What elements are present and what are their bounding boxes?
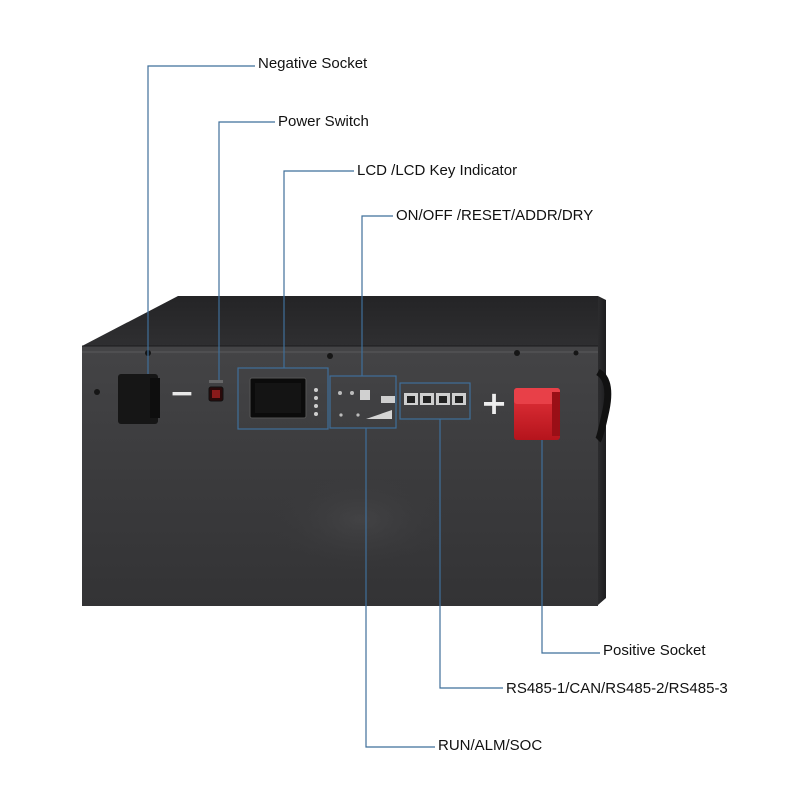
minus-sign: − (169, 376, 194, 411)
run-alm-soc-label: RUN/ALM/SOC (438, 737, 543, 754)
comm-port-module (399, 382, 471, 420)
run-led (339, 413, 343, 417)
dry-contact-terminal (381, 396, 395, 403)
on-off-leader (361, 215, 393, 376)
power-switch-leader (218, 121, 275, 380)
front-reflection (270, 470, 450, 570)
lcd-key (314, 388, 318, 392)
screw (514, 350, 520, 356)
screw (573, 350, 579, 356)
rs485-can-label: RS485-1/CAN/RS485-2/RS485-3 (506, 680, 728, 697)
power-switch-label: Power Switch (278, 113, 369, 130)
negative-socket-leader (147, 65, 255, 374)
battery-top-face (82, 296, 598, 346)
lcd-key (314, 412, 318, 416)
control-module (329, 375, 397, 429)
rs485-leader (439, 419, 503, 689)
soc-indicator (366, 410, 392, 419)
on-off-button (338, 391, 342, 395)
positive-socket-label: Positive Socket (603, 642, 706, 659)
callout-lines (147, 65, 600, 748)
battery-side-face (598, 296, 606, 605)
positive-socket-leader (541, 440, 600, 654)
lcd-leader (283, 170, 354, 368)
negative-socket-label: Negative Socket (258, 55, 368, 72)
lcd-key (314, 396, 318, 400)
reset-button (350, 391, 354, 395)
addr-dip-switch (360, 390, 370, 400)
on-off-reset-addr-dry-label: ON/OFF /RESET/ADDR/DRY (396, 207, 594, 224)
negative-socket (118, 374, 158, 424)
run-alm-soc-leader (365, 428, 435, 748)
lcd-module (237, 367, 329, 430)
plus-sign: + (481, 384, 508, 422)
screw (327, 353, 333, 359)
screw (94, 389, 100, 395)
lcd-key (314, 404, 318, 408)
battery-handle (595, 368, 612, 443)
lcd-key-indicator-label: LCD /LCD Key Indicator (357, 162, 518, 179)
alm-led (356, 413, 360, 417)
